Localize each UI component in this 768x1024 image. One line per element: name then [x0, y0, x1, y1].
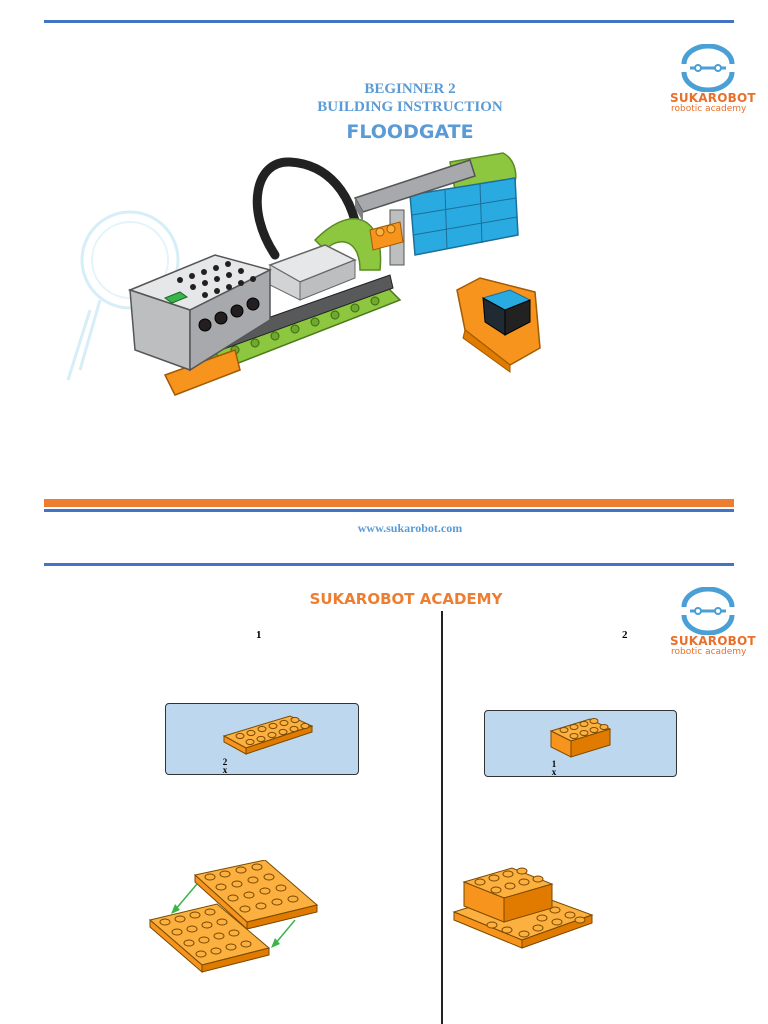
step-2-assembly-illustration — [452, 867, 594, 949]
page2-top-rule — [44, 563, 734, 566]
step-1-assembly-illustration — [148, 860, 319, 974]
title-line-2: BUILDING INSTRUCTION — [317, 99, 503, 115]
sukarobot-logo-icon — [681, 587, 735, 635]
step-2-part-qty: 1 x — [551, 759, 557, 777]
footer-rule-blue — [44, 509, 734, 512]
title-line-3: FLOODGATE — [346, 121, 474, 143]
step-1-part-qty: 2 x — [222, 757, 228, 775]
step-divider — [441, 611, 443, 1024]
title-line-1: BEGINNER 2 — [364, 81, 456, 97]
sukarobot-logo-icon — [681, 44, 735, 92]
logo-tagline: robotic academy — [671, 104, 747, 114]
floodgate-model-illustration — [127, 152, 541, 396]
top-rule — [44, 20, 734, 23]
step-1-number: 1 — [256, 629, 262, 641]
footer-rule-orange — [44, 499, 734, 507]
brick-2x4-part-icon — [549, 718, 612, 758]
logo-brand: SUKAROBOT — [670, 91, 756, 105]
website-link[interactable]: www.sukarobot.com — [357, 521, 463, 535]
logo-brand: SUKAROBOT — [670, 634, 756, 648]
page2-heading: SUKAROBOT ACADEMY — [309, 590, 503, 608]
logo-tagline: robotic academy — [671, 647, 747, 657]
step-2-number: 2 — [622, 629, 628, 641]
plate-2x6-part-icon — [222, 715, 314, 755]
